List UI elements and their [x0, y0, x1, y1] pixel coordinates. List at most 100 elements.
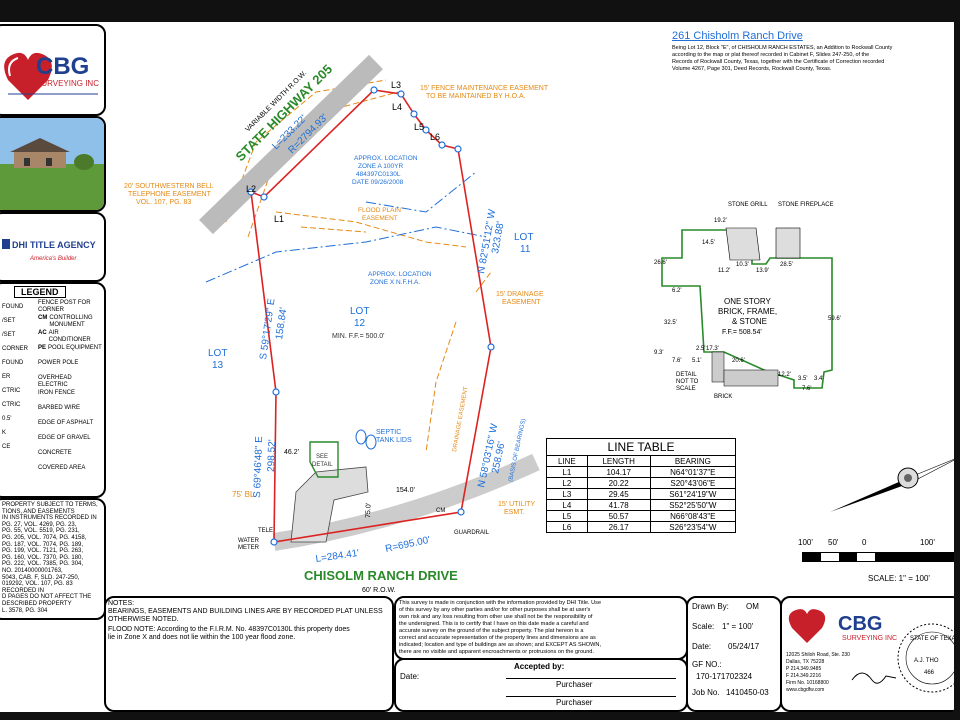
legend-label: FENCE POST FOR CORNER: [38, 300, 91, 313]
footer-logo-box: CBG SURVEYING INC STATE OF TEXAS A.J. TH…: [780, 596, 960, 712]
house-photo: [0, 118, 104, 210]
bottom-frame: [0, 712, 960, 720]
right-frame: [954, 22, 960, 720]
easement-line: L. 3578, PG. 304: [2, 607, 48, 614]
line-table-title: LINE TABLE: [546, 438, 736, 455]
water-2: METER: [238, 545, 260, 551]
house-dim: 12.2': [778, 372, 791, 378]
legend-title: LEGEND: [14, 286, 66, 298]
cert-line: of this survey by any other parties and/…: [399, 607, 591, 613]
line-table-cell: L6: [546, 521, 588, 533]
easement-line: PG. 199, VOL. 7121, PG. 263,: [2, 548, 84, 555]
line-table-cell: 20.22: [586, 477, 651, 489]
easement-line: NO. 20140000001763,: [2, 567, 63, 574]
legend-left-item: /SET: [2, 332, 16, 338]
line-table-cell: 41.78: [586, 499, 651, 511]
agency-name: DHI TITLE AGENCY: [12, 240, 96, 250]
legend-left-item: CTRIC: [2, 402, 21, 408]
flood-2: ZONE A 100YR: [358, 163, 403, 170]
accept-label: Accepted by:: [514, 662, 565, 671]
legend-left-item: ER: [2, 374, 11, 380]
easements-box: PROPERTY SUBJECT TO TERMS,TIONS, AND EAS…: [0, 498, 106, 620]
detail-1: DETAIL: [676, 372, 697, 378]
notes-l4: FLOOD NOTE: According to the F.I.R.M. No…: [108, 626, 350, 633]
utility-1: 15' UTILITY: [498, 501, 535, 508]
footer-phone: P 214.349.9485: [786, 666, 822, 672]
legend-left-item: /SET: [2, 318, 16, 324]
l4-label: L4: [392, 102, 402, 112]
date-label-j: Date:: [692, 642, 712, 651]
cert-box: This survey is made in conjunction with …: [394, 596, 688, 660]
line-table-header: LENGTH: [586, 455, 651, 467]
top-frame: [0, 0, 960, 22]
lot11-a: LOT: [514, 232, 533, 243]
gf-label: GF NO.:: [692, 660, 722, 669]
notes-box: NOTES: BEARINGS, EASEMENTS AND BUILDING …: [104, 596, 394, 712]
legend-left-item: FOUND: [2, 304, 24, 310]
legend-item: IRON FENCE: [38, 390, 102, 405]
legend-left-item: FOUND: [2, 360, 24, 366]
legend-item: CONCRETE: [38, 450, 102, 465]
easement-line: D PAGES DO NOT AFFECT THE: [2, 594, 92, 601]
legend-label: IRON FENCE: [38, 390, 76, 396]
photo-box: [0, 116, 106, 212]
floodplain-1: FLOOD PLAIN: [358, 207, 401, 214]
detail-3: SCALE: [676, 386, 696, 392]
legend-code: CM: [38, 315, 48, 321]
legend-item: EDGE OF ASPHALT: [38, 420, 102, 435]
water-1: WATER: [238, 538, 260, 544]
easement-line: PROPERTY SUBJECT TO TERMS,: [2, 502, 98, 508]
scale-t50: 50': [828, 538, 839, 547]
legend-item: COVERED AREA: [38, 465, 102, 480]
legal-description: Being Lot 12, Block "E", of CHISHOLM RAN…: [672, 45, 892, 73]
house-dim: 9.3': [654, 350, 664, 356]
house-dim: 13.9': [756, 268, 769, 274]
easement-line: TIONS, AND EASEMENTS: [2, 508, 75, 515]
easement-line: 019292, VOL. 107, PG. 83: [2, 581, 73, 588]
agency-logo-mark: [2, 239, 10, 249]
logo-box: CBG SURVEYING INC: [0, 24, 106, 116]
scale-t0: 0: [862, 538, 867, 547]
line-table-cell: N64°01'37"E: [649, 466, 737, 478]
d154: 154.0': [396, 487, 415, 494]
lot13-b: 13: [212, 360, 224, 371]
scale-label: SCALE: 1" = 100': [868, 574, 930, 583]
line-table-cell: N66°08'43"E: [649, 510, 737, 522]
septic-2: TANK LIDS: [376, 437, 412, 444]
easement-line: 5043, CAB. F, SLD. 247-250,: [2, 574, 80, 581]
legal-line: according to the map or plat thereof rec…: [672, 52, 870, 58]
floodplain-2: EASEMENT: [362, 215, 398, 222]
legend-left-item: K: [2, 430, 7, 436]
stamp-num: 466: [924, 670, 935, 676]
l1-label: L1: [274, 214, 284, 224]
line-table-header: BEARING: [649, 455, 737, 467]
l2-label: L2: [246, 184, 256, 194]
house-dimensions: 19.2'14.5'11.2'10.3'13.9'28.5'26.6'6.2'3…: [654, 218, 841, 392]
min-ff: MIN. F.F.= 500.0': [332, 333, 385, 340]
house-dim: 32.5': [664, 320, 677, 326]
drain-vert: DRAINAGE EASEMENT: [452, 386, 469, 452]
line-table-cell: L2: [546, 477, 588, 489]
easement-line: PG. 27, VOL. 4269, PG. 23,: [2, 521, 77, 528]
legend-left-item: 0.5': [2, 416, 12, 422]
legend-item: EDGE OF GRAVEL: [38, 435, 102, 450]
line-table-cell: L3: [546, 488, 588, 500]
see-1: SEE: [316, 454, 328, 460]
legend-label: BARBED WIRE: [38, 405, 81, 411]
road-row: 60' R.O.W.: [362, 587, 396, 594]
footer-city: Dallas, TX 75228: [786, 659, 825, 665]
septic-1: SEPTIC: [376, 429, 401, 436]
d75: 75.0': [365, 503, 373, 518]
north-arrow: [830, 456, 960, 512]
house-dim: 28.5': [780, 262, 793, 268]
drawn-value: OM: [746, 602, 759, 611]
lot12-a: LOT: [350, 306, 369, 317]
house-dim: 7.6': [672, 358, 682, 364]
